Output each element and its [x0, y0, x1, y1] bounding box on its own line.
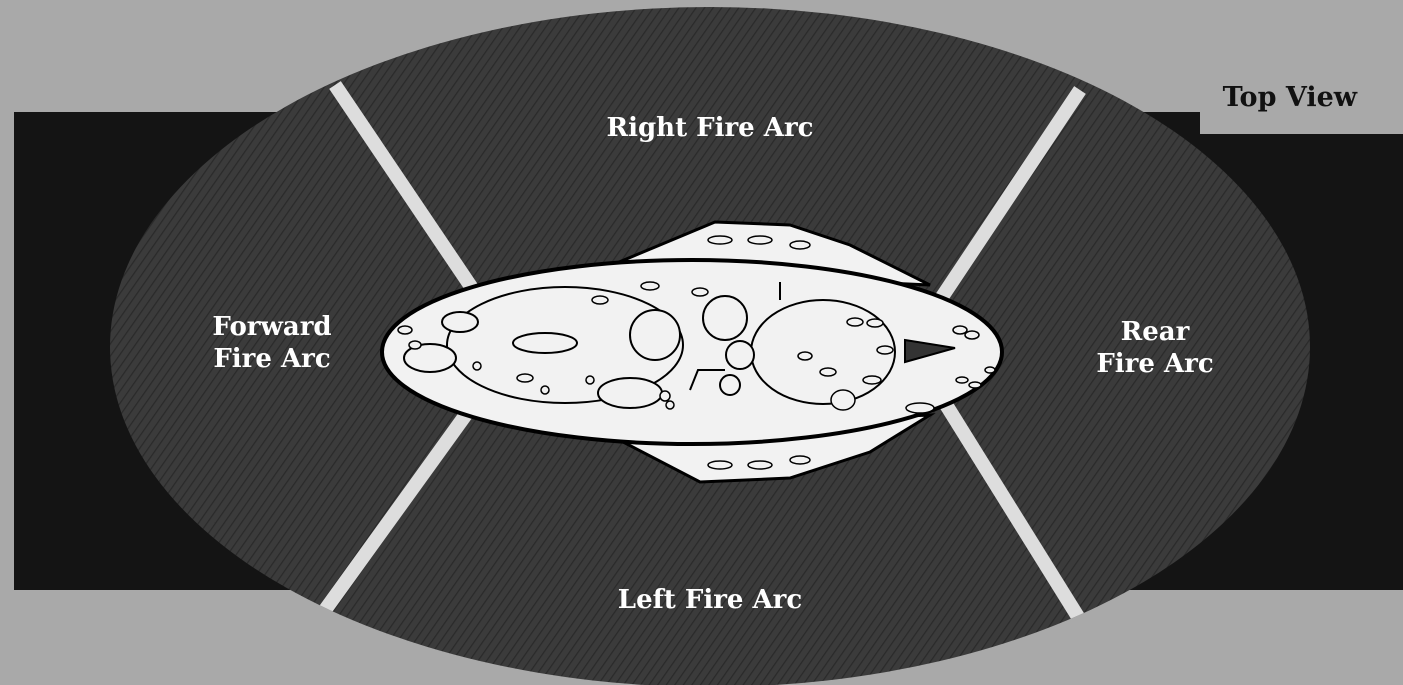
mid-dome-4	[720, 375, 740, 395]
mid-dome-2	[703, 296, 747, 340]
forward-fire-arc-line1: Forward	[197, 311, 347, 343]
rear-fire-arc-line2: Fire Arc	[1080, 348, 1230, 380]
forward-dome-inner	[513, 333, 577, 353]
mid-dome-1	[630, 310, 680, 360]
left-fire-arc-label: Left Fire Arc	[0, 584, 1403, 616]
forward-fire-arc-line2: Fire Arc	[197, 343, 347, 375]
right-fire-arc-label: Right Fire Arc	[0, 112, 1403, 144]
rear-dome	[751, 300, 895, 404]
rear-fire-arc-label: Rear Fire Arc	[1080, 316, 1230, 380]
bow-ring	[442, 312, 478, 332]
rear-fire-arc-line1: Rear	[1080, 316, 1230, 348]
top-view-label: Top View	[1223, 82, 1357, 113]
mid-pod	[598, 378, 662, 408]
mid-dome-3	[726, 341, 754, 369]
forward-fire-arc-label: Forward Fire Arc	[197, 311, 347, 375]
